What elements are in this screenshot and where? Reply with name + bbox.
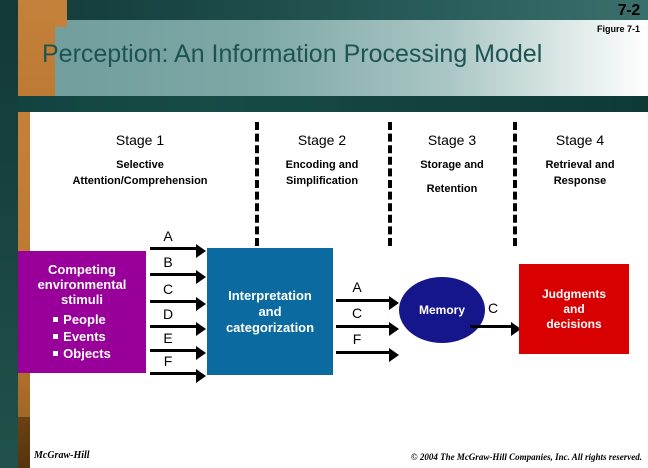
middle-arrow-c	[336, 322, 399, 336]
stage-4-subtitle: Retrieval and Response	[517, 157, 643, 189]
footer-publisher: McGraw-Hill	[34, 450, 90, 461]
stage-divider-1	[255, 122, 259, 246]
competing-stimuli-box: Competing environmental stimuli People E…	[18, 251, 146, 373]
input-arrow-c	[150, 297, 206, 311]
judgments-line-3: decisions	[546, 316, 602, 331]
list-item-label: People	[63, 312, 106, 327]
left-dark-rail	[0, 0, 18, 468]
input-arrow-label-a: A	[163, 228, 173, 244]
list-item: People	[53, 311, 111, 328]
list-item-label: Events	[63, 329, 106, 344]
input-arrow-label-e: E	[163, 330, 173, 346]
stage-4-title: Stage 4	[555, 132, 605, 148]
stage-4-subtitle-line-2: Response	[553, 175, 607, 187]
input-arrow-b	[150, 270, 206, 284]
bullet-icon	[53, 334, 59, 339]
output-arrow-c	[470, 322, 521, 336]
input-arrow-a	[150, 244, 206, 258]
stage-1-subtitle-line-2: Attention/Comprehension	[72, 175, 208, 187]
slide-number: 7-2	[617, 2, 641, 19]
header-orange-bar-top	[18, 0, 55, 96]
footer-copyright: © 2004 The McGraw-Hill Companies, Inc. A…	[410, 452, 642, 462]
memory-node: Memory	[399, 277, 485, 343]
stage-column-4: Stage 4 Retrieval and Response	[517, 132, 643, 189]
competing-stimuli-title-line-1: Competing	[48, 262, 116, 277]
interpretation-box: Interpretation and categorization	[207, 248, 333, 375]
input-arrow-f	[150, 369, 206, 383]
stage-3-subtitle-line-1: Storage and	[420, 159, 484, 171]
stage-2-subtitle-line-1: Encoding and	[285, 159, 359, 171]
middle-arrow-label-f: F	[352, 331, 362, 347]
interpretation-line-1: Interpretation	[228, 287, 312, 303]
competing-stimuli-title: Competing environmental stimuli	[36, 262, 129, 307]
stage-divider-3	[513, 122, 517, 246]
input-arrow-e	[150, 346, 206, 360]
stage-2-subtitle-line-2: Simplification	[285, 175, 359, 187]
input-arrow-d	[150, 322, 206, 336]
list-item: Objects	[53, 345, 111, 362]
stage-1-subtitle-line-1: Selective	[116, 159, 164, 171]
input-arrow-label-c: C	[162, 281, 174, 297]
output-arrow-label-c: C	[487, 300, 499, 316]
header-orange-notch	[55, 0, 67, 27]
middle-arrow-a	[336, 296, 399, 310]
competing-stimuli-list: People Events Objects	[53, 311, 111, 362]
input-arrow-label-d: D	[162, 306, 174, 322]
stage-2-title: Stage 2	[297, 132, 347, 148]
list-item-label: Objects	[63, 346, 111, 361]
middle-arrow-label-c: C	[351, 305, 363, 321]
stage-3-subtitle-line-2: Retention	[426, 183, 478, 195]
header-top-band	[0, 0, 648, 20]
stage-column-3: Stage 3 Storage and Retention	[392, 132, 512, 197]
stage-3-title: Stage 3	[427, 132, 477, 148]
competing-stimuli-title-line-2: environmental	[37, 277, 127, 292]
page-title: Perception: An Information Processing Mo…	[42, 40, 543, 68]
stage-1-title: Stage 1	[115, 132, 165, 148]
input-arrow-label-b: B	[163, 254, 173, 270]
interpretation-line-2: and	[258, 303, 282, 319]
stage-2-subtitle: Encoding and Simplification	[258, 157, 386, 189]
judgments-line-1: Judgments	[541, 286, 606, 301]
figure-label: Figure 7-1	[596, 24, 640, 34]
interpretation-line-3: categorization	[225, 319, 315, 335]
bullet-icon	[53, 351, 59, 356]
stage-4-subtitle-line-1: Retrieval and	[545, 159, 615, 171]
left-orange-rail-bottom	[18, 417, 30, 468]
judgments-decisions-box: Judgments and decisions	[519, 264, 629, 354]
stage-column-2: Stage 2 Encoding and Simplification	[258, 132, 386, 189]
bullet-icon	[53, 317, 59, 322]
stage-column-1: Stage 1 Selective Attention/Comprehensio…	[28, 132, 252, 189]
stage-divider-2	[388, 122, 392, 246]
middle-arrow-f	[336, 348, 399, 362]
list-item: Events	[53, 328, 111, 345]
stage-3-subtitle: Storage and Retention	[392, 157, 512, 197]
judgments-line-2: and	[563, 301, 585, 316]
input-arrow-label-f: F	[163, 353, 173, 369]
header-dark-band	[18, 96, 648, 112]
middle-arrow-label-a: A	[352, 279, 362, 295]
stage-1-subtitle: Selective Attention/Comprehension	[28, 157, 252, 189]
competing-stimuli-title-line-3: stimuli	[61, 292, 103, 307]
